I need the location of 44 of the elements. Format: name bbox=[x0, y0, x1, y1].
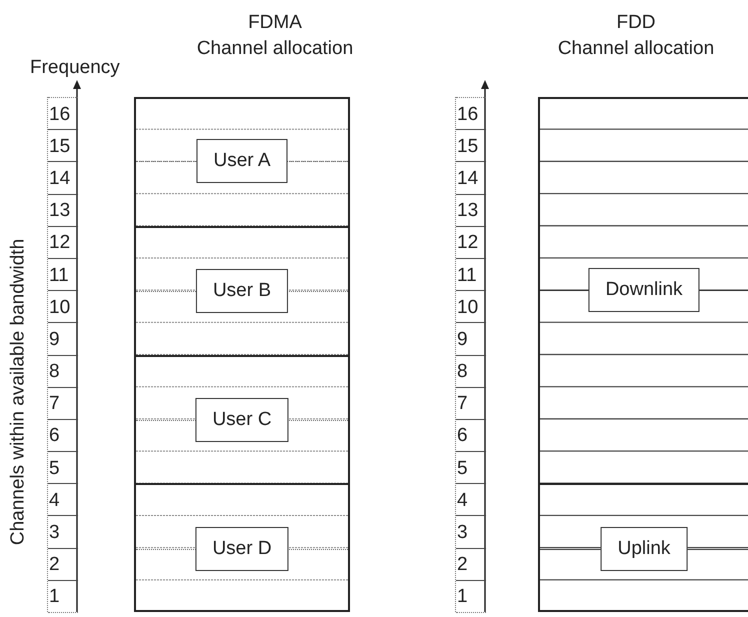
band-label: User B bbox=[196, 269, 288, 314]
channel-number: 13 bbox=[457, 201, 478, 220]
channel-number: 4 bbox=[457, 490, 468, 510]
channel-number: 5 bbox=[49, 458, 60, 478]
channel-number: 16 bbox=[49, 104, 70, 124]
channel-number: 8 bbox=[49, 362, 60, 382]
channel-number: 15 bbox=[457, 136, 478, 156]
channel-number: 3 bbox=[49, 523, 60, 542]
channel-number: 9 bbox=[457, 330, 468, 349]
channel-number: 16 bbox=[457, 104, 478, 124]
channel-number: 3 bbox=[457, 523, 468, 542]
channel-number: 6 bbox=[457, 426, 468, 446]
channel-number: 4 bbox=[49, 490, 60, 510]
column-title: FDMA bbox=[247, 12, 303, 34]
channel-number: 7 bbox=[49, 394, 60, 414]
axis-label: Channels within available bandwidth bbox=[8, 238, 28, 546]
channel-number: 11 bbox=[49, 266, 69, 285]
column-subtitle: Channel allocation bbox=[196, 38, 354, 60]
channel-number: 10 bbox=[49, 298, 70, 317]
band-label: Uplink bbox=[600, 526, 688, 571]
channel-number: 12 bbox=[457, 233, 478, 252]
channel-number: 11 bbox=[457, 266, 477, 285]
channel-number: 2 bbox=[457, 555, 468, 574]
band-label: User D bbox=[195, 526, 289, 571]
column-subtitle: Channel allocation bbox=[556, 38, 716, 60]
column-title: FDD bbox=[615, 12, 657, 34]
channel-number: 14 bbox=[457, 168, 478, 188]
channel-number: 6 bbox=[49, 426, 60, 446]
band-label: User A bbox=[196, 139, 288, 184]
channel-number: 8 bbox=[457, 362, 468, 382]
channel-number: 2 bbox=[49, 555, 60, 574]
channel-number: 1 bbox=[457, 587, 468, 606]
channel-number: 1 bbox=[49, 587, 60, 606]
band-label: User C bbox=[195, 398, 289, 442]
channel-number: 9 bbox=[49, 330, 60, 349]
band-label: Downlink bbox=[588, 268, 700, 312]
channel-number: 12 bbox=[49, 233, 70, 252]
channel-number: 14 bbox=[49, 168, 70, 188]
channel-number: 10 bbox=[457, 298, 478, 317]
channel-number: 7 bbox=[457, 394, 468, 414]
axis-label: Frequency bbox=[30, 58, 120, 77]
channel-number: 13 bbox=[49, 201, 70, 220]
channel-number: 5 bbox=[457, 458, 468, 478]
channel-number: 15 bbox=[49, 136, 70, 156]
